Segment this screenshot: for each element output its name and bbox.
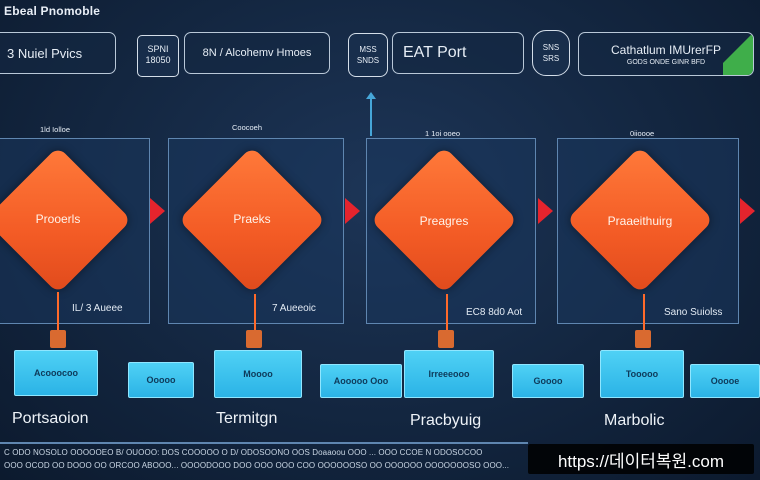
stage-2-box-a: Moooo (214, 350, 302, 398)
top-box-2-label: 8N / Alcohemv Hmoes (202, 47, 312, 59)
stage-4-stem (643, 294, 645, 340)
stage-2-top-label: Coocoeh (232, 123, 263, 132)
top-box-1: 3 Nuiel Pvics (0, 32, 116, 74)
top-box-4-label: Cathatlum IMUrerFP (610, 42, 722, 57)
green-accent (723, 33, 753, 75)
footer-line-2: OOO OCOD OO DOOO OO ORCOO ABOOO... OOOOD… (4, 461, 510, 470)
stage-4-box-b: Ooooe (690, 364, 760, 398)
stage-3-stem-cap (438, 330, 454, 348)
stage-2-bottom-label: Termitgn (216, 410, 278, 427)
top-badge-2: SPNI 18050 (137, 35, 179, 77)
stage-3-stem (446, 294, 448, 340)
stage-1-stem (57, 292, 59, 340)
stage-1-stem-cap (50, 330, 66, 348)
diagram-title: Ebeal Pnomoble (4, 4, 101, 18)
stage-2-side-label: 7 Aueeoic (272, 303, 316, 314)
stage-3-side-label: EC8 8d0 Aot (466, 307, 523, 318)
stage-1-box-a: Acooocoo (14, 350, 98, 396)
stage-3-box-b: Goooo (512, 364, 584, 398)
connector-up-arrow (370, 96, 372, 136)
stage-3-diamond-label: Preagres (419, 214, 469, 228)
stage-3-bottom-label: Pracbyuig (410, 412, 482, 429)
top-box-4-sublabel: GODS ONDE GINR BFD (626, 58, 706, 66)
stage-2-stem (254, 294, 256, 340)
flow-arrow-1 (150, 198, 165, 224)
top-badge-4: SNS SRS (532, 30, 570, 76)
flow-arrow-2 (345, 198, 360, 224)
flow-arrow-4 (740, 198, 755, 224)
stage-1-bottom-label: Portsaoion (12, 410, 89, 427)
stage-2-stem-cap (246, 330, 262, 348)
stage-3-top-label: 1 1oi ooeo (425, 129, 461, 138)
footer-divider (0, 442, 528, 444)
stage-4-stem-cap (635, 330, 651, 348)
stage-4-box-a: Tooooo (600, 350, 684, 398)
stage-2-diamond-label: Praeks (233, 212, 271, 226)
stage-4-diamond-label: Praaeithuirg (607, 214, 673, 228)
watermark-url: https://데이터복원.com (528, 444, 754, 474)
stage-2-box-b: Aooooo Ooo (320, 364, 402, 398)
top-box-3: EAT Port (392, 32, 524, 74)
footer-line-1: C ODO NOSOLO OOOOOEO B/ OUOOO: DOS COOOO… (4, 448, 483, 457)
flow-arrow-3 (538, 198, 553, 224)
stage-4-side-label: Sano Suiolss (664, 307, 723, 318)
stage-3-box-a: Irreeeooo (404, 350, 494, 398)
top-box-2: 8N / Alcohemv Hmoes (184, 32, 330, 74)
stage-1-top-label: 1ld Iolloe (40, 125, 71, 134)
top-box-1-label: 3 Nuiel Pvics (7, 45, 83, 61)
stage-1-side-label: IL/ 3 Aueee (72, 303, 123, 314)
stage-4-bottom-label: Marbolic (604, 412, 665, 429)
top-box-4: Cathatlum IMUrerFP GODS ONDE GINR BFD (578, 32, 754, 76)
stage-1-diamond-label: Prooerls (35, 212, 81, 226)
stage-4-top-label: 0iioooe (630, 129, 655, 138)
top-box-3-label: EAT Port (403, 44, 467, 61)
top-badge-3: MSS SNDS (348, 33, 388, 77)
connector-up-arrow-head (366, 92, 376, 99)
stage-1-box-b: Ooooo (128, 362, 194, 398)
